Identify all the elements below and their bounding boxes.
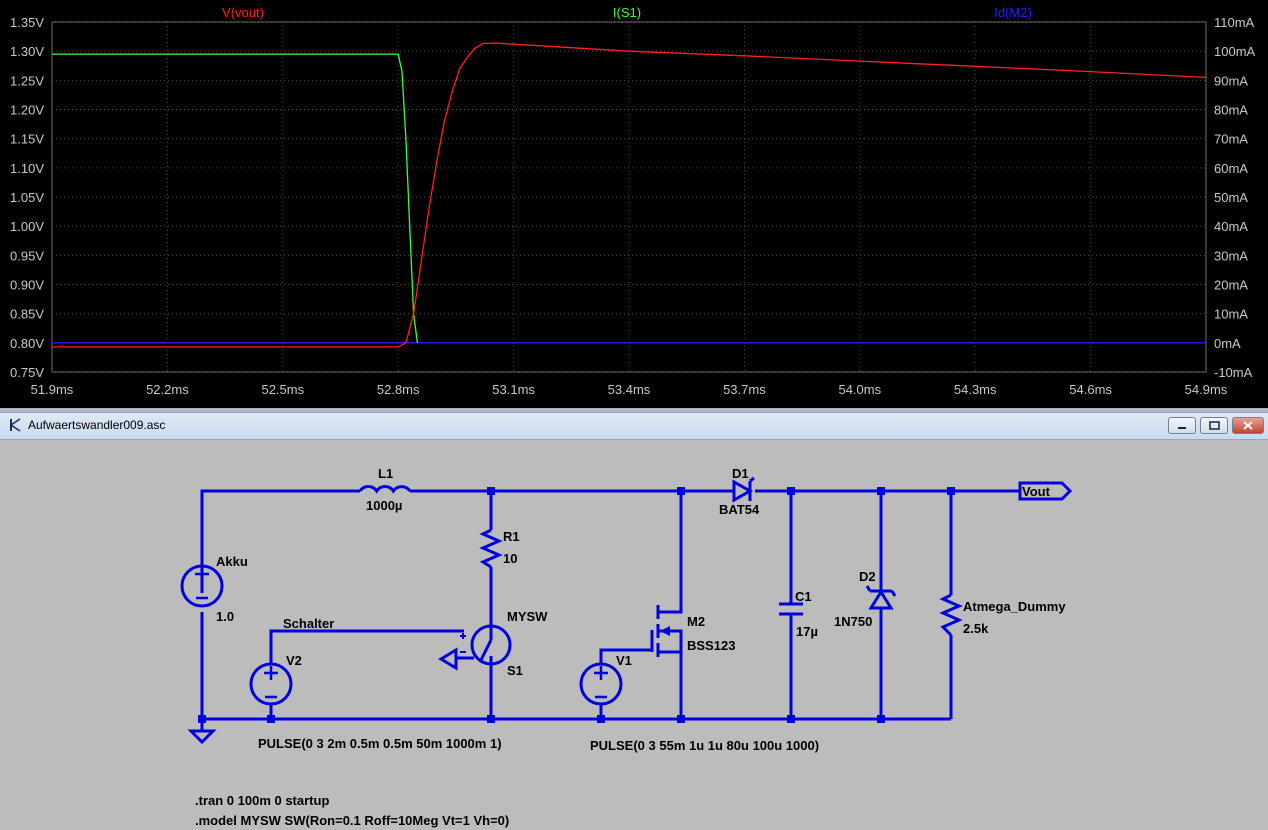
v1-pulse-directive[interactable]: PULSE(0 3 55m 1u 1u 80u 100u 1000) bbox=[590, 738, 819, 753]
x-tick-label: 54.9ms bbox=[1185, 382, 1228, 397]
load-value-label[interactable]: 2.5k bbox=[963, 621, 989, 636]
pane-separator[interactable] bbox=[0, 408, 1268, 412]
voltage-source-v1-symbol[interactable] bbox=[579, 662, 623, 706]
s1-name-label[interactable]: S1 bbox=[507, 663, 523, 678]
y-right-tick-label: 10mA bbox=[1214, 307, 1248, 322]
x-tick-label: 52.2ms bbox=[146, 382, 189, 397]
y-left-tick-label: 1.15V bbox=[10, 132, 44, 147]
x-tick-label: 53.1ms bbox=[492, 382, 535, 397]
y-right-tick-label: 80mA bbox=[1214, 103, 1248, 118]
x-tick-label: 54.6ms bbox=[1069, 382, 1112, 397]
schalter-net-label[interactable]: Schalter bbox=[283, 616, 334, 631]
x-tick-label: 53.4ms bbox=[608, 382, 651, 397]
voltage-source-v2-symbol[interactable] bbox=[249, 662, 293, 706]
close-icon bbox=[1243, 421, 1253, 430]
v2-name-label[interactable]: V2 bbox=[286, 653, 302, 668]
window-title: Aufwaertswandler009.asc bbox=[28, 418, 166, 432]
y-left-tick-label: 1.05V bbox=[10, 190, 44, 205]
m2-value-label[interactable]: BSS123 bbox=[687, 638, 735, 653]
d1-name-label[interactable]: D1 bbox=[732, 466, 749, 481]
resistor-atmega-dummy-symbol[interactable] bbox=[939, 593, 963, 637]
trace-label[interactable]: Id(M2) bbox=[994, 5, 1032, 20]
trace-v-vout[interactable] bbox=[52, 42, 1207, 348]
y-right-tick-label: 60mA bbox=[1214, 161, 1248, 176]
y-right-tick-label: 0mA bbox=[1214, 336, 1241, 351]
v1-name-label[interactable]: V1 bbox=[616, 653, 632, 668]
x-tick-label: 53.7ms bbox=[723, 382, 766, 397]
voltage-source-akku-symbol[interactable] bbox=[180, 564, 224, 608]
restore-icon bbox=[1209, 421, 1220, 430]
m2-name-label[interactable]: M2 bbox=[687, 614, 705, 629]
schematic-window-titlebar[interactable]: Aufwaertswandler009.asc bbox=[0, 412, 1268, 440]
trace-label[interactable]: I(S1) bbox=[613, 5, 641, 20]
y-left-tick-label: 1.20V bbox=[10, 103, 44, 118]
capacitor-c1-symbol[interactable] bbox=[779, 602, 803, 616]
x-tick-label: 54.0ms bbox=[838, 382, 881, 397]
c1-name-label[interactable]: C1 bbox=[795, 589, 812, 604]
nmos-m2-symbol[interactable] bbox=[650, 605, 670, 657]
x-tick-label: 51.9ms bbox=[31, 382, 74, 397]
waveform-chart[interactable]: 51.9ms 52.2ms 52.5ms 52.8ms 53.1ms 53.4ms 53.7… bbox=[0, 0, 1268, 408]
schematic-canvas[interactable]: L1 1000µ D1 BAT54 R1 10 Akku 1.0 Schalte… bbox=[0, 440, 1268, 830]
y-left-tick-label: 0.80V bbox=[10, 336, 44, 351]
d1-value-label[interactable]: BAT54 bbox=[719, 502, 760, 517]
voltage-switch-s1-symbol[interactable] bbox=[438, 624, 512, 671]
s1-model-label[interactable]: MYSW bbox=[507, 609, 548, 624]
y-right-tick-label: -10mA bbox=[1214, 365, 1253, 380]
wires[interactable] bbox=[200, 489, 1020, 731]
waveform-plot-pane[interactable]: 51.9ms 52.2ms 52.5ms 52.8ms 53.1ms 53.4ms 53.7… bbox=[0, 0, 1268, 408]
y-left-tick-label: 1.35V bbox=[10, 15, 44, 30]
y-right-tick-label: 40mA bbox=[1214, 219, 1248, 234]
y-left-tick-label: 1.25V bbox=[10, 73, 44, 88]
r1-value-label[interactable]: 10 bbox=[503, 551, 517, 566]
akku-value-label[interactable]: 1.0 bbox=[216, 609, 234, 624]
model-directive[interactable]: .model MYSW SW(Ron=0.1 Roff=10Meg Vt=1 V… bbox=[195, 813, 509, 828]
r1-name-label[interactable]: R1 bbox=[503, 529, 520, 544]
tran-directive[interactable]: .tran 0 100m 0 startup bbox=[195, 793, 329, 808]
y-left-tick-label: 1.10V bbox=[10, 161, 44, 176]
ground-symbol[interactable] bbox=[187, 729, 217, 745]
ltspice-transistor-icon bbox=[10, 418, 21, 432]
x-tick-label: 52.5ms bbox=[261, 382, 304, 397]
minimize-button[interactable] bbox=[1168, 417, 1196, 434]
l1-name-label[interactable]: L1 bbox=[378, 466, 393, 481]
y-left-tick-label: 1.00V bbox=[10, 219, 44, 234]
zener-diode-d2-symbol[interactable] bbox=[865, 585, 897, 610]
inductor-l1-symbol[interactable] bbox=[358, 485, 412, 494]
y-right-tick-label: 50mA bbox=[1214, 190, 1248, 205]
vout-label[interactable]: Vout bbox=[1022, 484, 1051, 499]
load-name-label[interactable]: Atmega_Dummy bbox=[963, 599, 1066, 614]
maximize-button[interactable] bbox=[1200, 417, 1228, 434]
y-right-tick-label: 110mA bbox=[1214, 15, 1255, 30]
schematic-pane[interactable]: L1 1000µ D1 BAT54 R1 10 Akku 1.0 Schalte… bbox=[0, 440, 1268, 830]
diode-d1-symbol[interactable] bbox=[720, 476, 755, 503]
y-left-tick-label: 0.95V bbox=[10, 248, 44, 263]
y-right-tick-label: 70mA bbox=[1214, 132, 1248, 147]
minimize-icon bbox=[1178, 427, 1186, 429]
y-left-tick-label: 0.90V bbox=[10, 278, 44, 293]
trace-i-s1[interactable] bbox=[52, 53, 419, 343]
junction-dots bbox=[198, 487, 955, 723]
y-left-tick-label: 0.75V bbox=[10, 365, 44, 380]
akku-name-label[interactable]: Akku bbox=[216, 554, 248, 569]
x-tick-label: 54.3ms bbox=[954, 382, 997, 397]
y-right-tick-label: 30mA bbox=[1214, 248, 1248, 263]
x-tick-label: 52.8ms bbox=[377, 382, 420, 397]
close-button[interactable] bbox=[1232, 417, 1264, 434]
y-left-tick-label: 1.30V bbox=[10, 44, 44, 59]
resistor-r1-symbol[interactable] bbox=[479, 528, 503, 569]
y-left-tick-label: 0.85V bbox=[10, 307, 44, 322]
y-right-tick-label: 90mA bbox=[1214, 73, 1248, 88]
vout-net-flag[interactable] bbox=[1018, 481, 1073, 501]
d2-name-label[interactable]: D2 bbox=[859, 569, 876, 584]
y-right-tick-label: 20mA bbox=[1214, 278, 1248, 293]
c1-value-label[interactable]: 17µ bbox=[796, 624, 818, 639]
trace-label[interactable]: V(vout) bbox=[222, 5, 264, 20]
y-right-tick-label: 100mA bbox=[1214, 44, 1256, 59]
l1-value-label[interactable]: 1000µ bbox=[366, 498, 402, 513]
v2-pulse-directive[interactable]: PULSE(0 3 2m 0.5m 0.5m 50m 1000m 1) bbox=[258, 736, 502, 751]
d2-value-label[interactable]: 1N750 bbox=[834, 614, 872, 629]
